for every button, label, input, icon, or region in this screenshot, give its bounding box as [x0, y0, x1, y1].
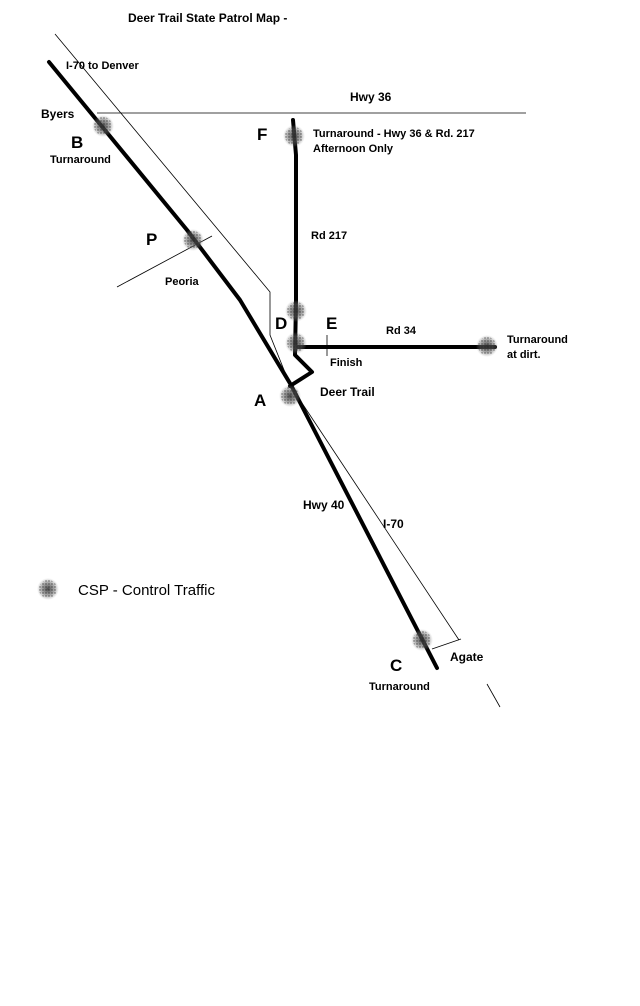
legend-text: CSP - Control Traffic: [78, 582, 215, 599]
label-byers: Byers: [41, 107, 75, 121]
label-b-turnaround: Turnaround: [50, 154, 111, 166]
label-rd217: Rd 217: [311, 230, 347, 242]
csp-marker-icon: [285, 300, 307, 322]
point-d-label: D: [275, 314, 287, 333]
csp-marker-icon: [411, 629, 433, 651]
csp-marker-icon: [37, 578, 59, 600]
label-i70-to-denver: I-70 to Denver: [66, 60, 139, 72]
point-c-label: C: [390, 656, 402, 675]
legend: CSP - Control Traffic: [37, 578, 215, 600]
label-e-turnaround-line1: Turnaround: [507, 334, 568, 346]
map-title: Deer Trail State Patrol Map -: [128, 11, 287, 25]
csp-marker-icon: [476, 335, 498, 357]
csp-marker-icon: [285, 332, 307, 354]
label-hwy36: Hwy 36: [350, 90, 392, 104]
label-deer-trail: Deer Trail: [320, 385, 375, 399]
point-a-label: A: [254, 391, 266, 410]
i70-line-tail: [486, 683, 501, 708]
label-agate: Agate: [450, 650, 484, 664]
label-f-note-line2: Afternoon Only: [313, 143, 394, 155]
rd217-route: [288, 118, 314, 388]
i70-line-lower: [289, 384, 460, 641]
i70-line-upper: [54, 33, 291, 386]
point-f-label: F: [257, 125, 267, 144]
label-peoria: Peoria: [165, 276, 200, 288]
point-b-label: B: [71, 133, 83, 152]
csp-marker-icon: [92, 115, 114, 137]
label-finish: Finish: [330, 357, 363, 369]
csp-marker-icon: [279, 385, 301, 407]
label-hwy40: Hwy 40: [303, 498, 345, 512]
csp-marker-icon: [182, 229, 204, 251]
hwy40-route: [47, 60, 439, 670]
label-c-turnaround: Turnaround: [369, 681, 430, 693]
label-i70: I-70: [383, 517, 404, 531]
label-rd34: Rd 34: [386, 325, 417, 337]
point-p-label: P: [146, 230, 157, 249]
label-e-turnaround-line2: at dirt.: [507, 349, 541, 361]
label-f-note-line1: Turnaround - Hwy 36 & Rd. 217: [313, 128, 475, 140]
point-e-label: E: [326, 314, 337, 333]
csp-marker-icon: [283, 125, 305, 147]
agate-road-line: [431, 638, 462, 650]
